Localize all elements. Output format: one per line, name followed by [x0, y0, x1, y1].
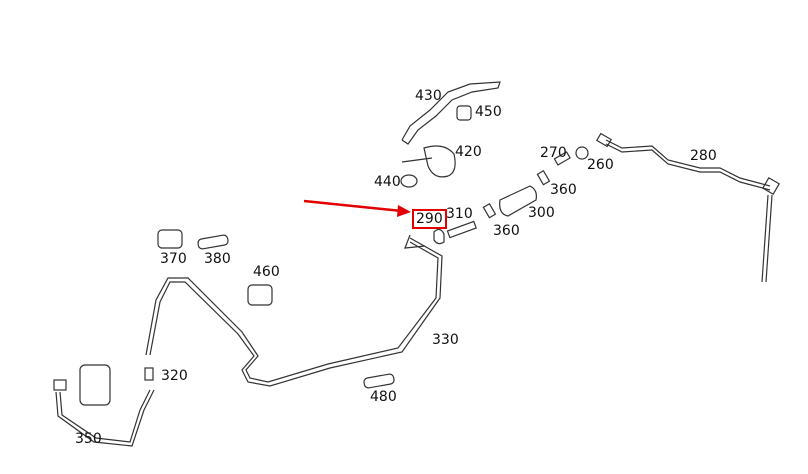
part-label[interactable]: 450: [475, 104, 502, 120]
part-320: [144, 367, 154, 381]
part-360-upper: [536, 169, 551, 186]
highlighted-part-label[interactable]: 290: [412, 209, 447, 229]
part-300: [499, 185, 537, 217]
part-label[interactable]: 310: [446, 206, 473, 222]
pipe-350: [59, 389, 151, 443]
pipe-330: [149, 237, 443, 387]
part-label[interactable]: 330: [432, 332, 459, 348]
part-label[interactable]: 360: [550, 182, 577, 198]
part-label[interactable]: 480: [370, 389, 397, 405]
part-270: [553, 151, 571, 166]
part-310: [446, 220, 477, 239]
part-360-lower: [482, 202, 497, 219]
part-label[interactable]: 260: [587, 157, 614, 173]
part-label[interactable]: 430: [415, 88, 442, 104]
part-label[interactable]: 420: [455, 144, 482, 160]
part-label[interactable]: 280: [690, 148, 717, 164]
part-440: [400, 174, 418, 188]
part-380: [197, 234, 229, 250]
part-label[interactable]: 460: [253, 264, 280, 280]
part-370: [157, 229, 183, 249]
pointer-arrow: [303, 199, 411, 217]
part-label[interactable]: 270: [540, 145, 567, 161]
part-label[interactable]: 380: [204, 251, 231, 267]
part-label[interactable]: 300: [528, 205, 555, 221]
part-260: [575, 146, 589, 160]
part-430: [401, 81, 501, 145]
part-label[interactable]: 370: [160, 251, 187, 267]
part-label[interactable]: 440: [374, 174, 401, 190]
part-290: [433, 228, 445, 245]
part-label[interactable]: 320: [161, 368, 188, 384]
part-450: [456, 105, 472, 121]
part-480: [363, 373, 395, 389]
part-label[interactable]: 360: [493, 223, 520, 239]
part-460: [247, 284, 273, 306]
part-label[interactable]: 350: [75, 431, 102, 447]
part-420: [423, 145, 456, 178]
pipe-280: [605, 139, 771, 187]
part-350: [79, 364, 111, 406]
